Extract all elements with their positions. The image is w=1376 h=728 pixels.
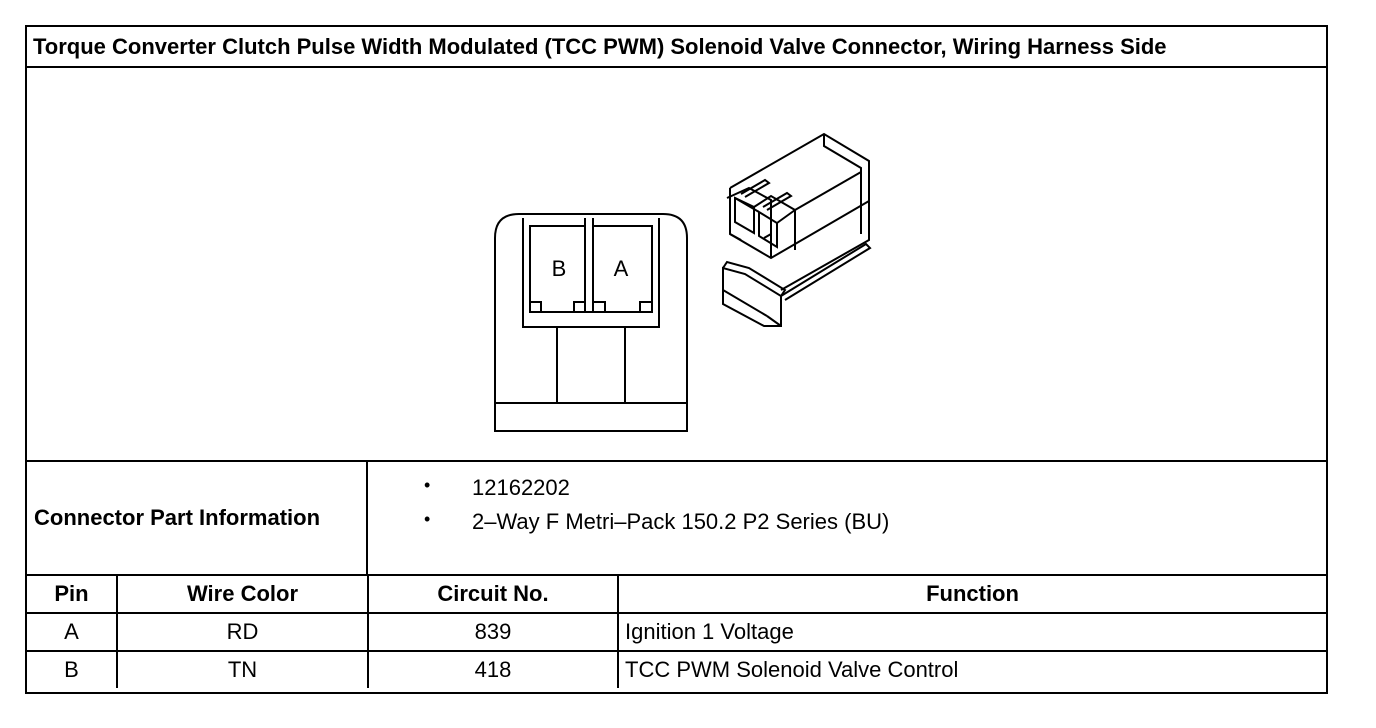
connector-part-info: Connector Part Information • 12162202 • … — [27, 462, 1326, 576]
connector-description: 2–Way F Metri–Pack 150.2 P2 Series (BU) — [472, 509, 890, 534]
connector-figure: B A — [27, 68, 1326, 462]
table-row: A RD 839 Ignition 1 Voltage — [27, 612, 1326, 652]
pin-label-a: A — [614, 256, 629, 281]
header-pin: Pin — [27, 576, 118, 614]
wire-color-cell: TN — [116, 650, 369, 688]
sheet-title: Torque Converter Clutch Pulse Width Modu… — [27, 27, 1326, 68]
header-wire-color: Wire Color — [116, 576, 369, 614]
pin-table: Pin Wire Color Circuit No. Function A RD… — [27, 576, 1326, 688]
bullet-icon: • — [424, 475, 431, 495]
circuit-no-cell: 418 — [367, 650, 619, 688]
connector-drawing: B A — [494, 132, 872, 432]
connector-part-info-list: • 12162202 • 2–Way F Metri–Pack 150.2 P2… — [368, 462, 1326, 574]
wire-color-cell: RD — [116, 612, 369, 652]
table-header-row: Pin Wire Color Circuit No. Function — [27, 576, 1326, 614]
circuit-no-cell: 839 — [367, 612, 619, 652]
bullet-icon: • — [424, 509, 431, 529]
part-number: 12162202 — [472, 475, 570, 500]
header-function: Function — [617, 576, 1326, 614]
connector-isometric-view — [722, 132, 872, 327]
connector-part-info-label: Connector Part Information — [27, 462, 368, 574]
table-row: B TN 418 TCC PWM Solenoid Valve Control — [27, 650, 1326, 688]
connector-latch-recess — [522, 218, 660, 328]
function-cell: Ignition 1 Voltage — [617, 612, 1326, 652]
pin-cell: A — [27, 612, 118, 652]
connector-face-outline — [494, 213, 688, 432]
function-cell: TCC PWM Solenoid Valve Control — [617, 650, 1326, 688]
pin-cell: B — [27, 650, 118, 688]
connector-sheet: Torque Converter Clutch Pulse Width Modu… — [25, 25, 1328, 694]
header-circuit-no: Circuit No. — [367, 576, 619, 614]
pin-label-b: B — [552, 256, 567, 281]
